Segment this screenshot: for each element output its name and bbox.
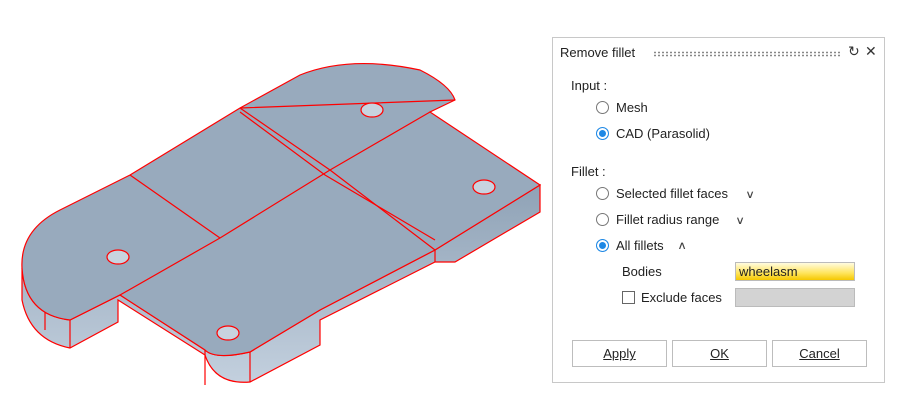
cad-model[interactable]	[0, 0, 545, 416]
mounting-holes	[106, 102, 496, 341]
radio-all-fillets[interactable]	[596, 239, 609, 252]
apply-button-label: Apply	[603, 346, 636, 361]
part-top	[21, 62, 542, 357]
radio-cad-parasolid[interactable]	[596, 127, 609, 140]
3d-viewport[interactable]	[0, 0, 545, 416]
close-icon[interactable]: ✕	[865, 43, 877, 59]
dialog-title: Remove fillet	[560, 45, 636, 60]
radio-all-fillets-label[interactable]: All fillets	[616, 238, 664, 253]
radio-mesh-label[interactable]: Mesh	[616, 100, 648, 115]
input-section-label: Input :	[571, 78, 608, 93]
remove-fillet-dialog: Remove fillet ↻ ✕ Input : Mesh CAD (Para…	[552, 37, 885, 383]
expand-fillet-radius-range-icon[interactable]: ∨	[735, 215, 745, 227]
bodies-selector[interactable]: wheelasm	[735, 262, 855, 281]
ok-button[interactable]: OK	[672, 340, 767, 367]
radio-selected-fillet-faces-label[interactable]: Selected fillet faces	[616, 186, 729, 201]
dialog-titlebar[interactable]: Remove fillet ↻ ✕	[553, 38, 884, 66]
ok-button-label: OK	[710, 346, 729, 361]
exclude-faces-label[interactable]: Exclude faces	[641, 290, 722, 305]
exclude-faces-selector[interactable]	[735, 288, 855, 307]
drag-grip[interactable]	[653, 51, 841, 57]
cancel-button-label: Cancel	[799, 346, 840, 361]
radio-cad-parasolid-label[interactable]: CAD (Parasolid)	[616, 126, 710, 141]
radio-fillet-radius-range[interactable]	[596, 213, 609, 226]
fillet-section-label: Fillet :	[571, 164, 606, 179]
radio-selected-fillet-faces[interactable]	[596, 187, 609, 200]
radio-fillet-radius-range-label[interactable]: Fillet radius range	[616, 212, 720, 227]
collapse-all-fillets-icon[interactable]: ∧	[677, 240, 687, 252]
reset-icon[interactable]: ↻	[848, 43, 860, 59]
radio-mesh[interactable]	[596, 101, 609, 114]
apply-button[interactable]: Apply	[572, 340, 667, 367]
bodies-label: Bodies	[622, 264, 662, 279]
expand-selected-fillet-faces-icon[interactable]: ∨	[745, 189, 755, 201]
exclude-faces-checkbox[interactable]	[622, 291, 635, 304]
cancel-button[interactable]: Cancel	[772, 340, 867, 367]
